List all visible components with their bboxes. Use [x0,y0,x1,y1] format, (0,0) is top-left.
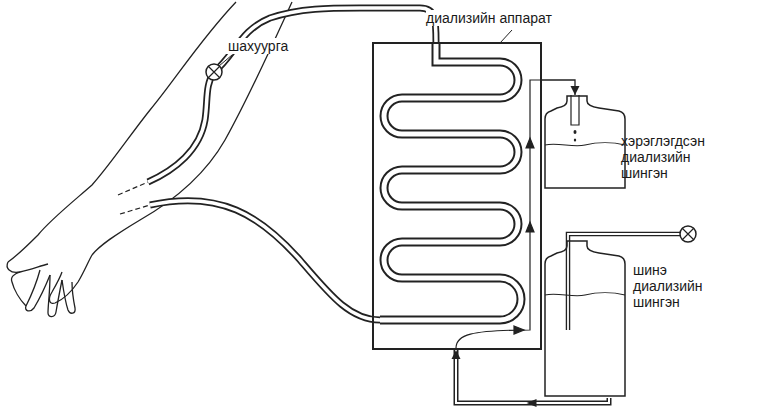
fluid-label: хэрэглэгдсэн диализийн шингэн [621,133,721,181]
arm [7,2,292,317]
bottle-outline [543,240,627,398]
fluid-pipe [452,350,610,407]
fluid-pipe [542,80,580,95]
part-label: шахуурга [226,38,290,54]
machine-label: диализийн аппарат [426,10,552,26]
new-fluid-bottle: шинэ диализийн шингэн [543,240,728,398]
used-fluid-bottle: хэрэглэгдсэн диализийн шингэн [543,95,728,190]
pump-symbol [206,64,222,80]
fluid-label: шинэ диализийн шингэн [633,262,715,310]
dialysis-machine: диализийн аппарат [372,42,542,350]
pump-symbol [680,226,696,242]
bottle-outline [543,95,627,190]
